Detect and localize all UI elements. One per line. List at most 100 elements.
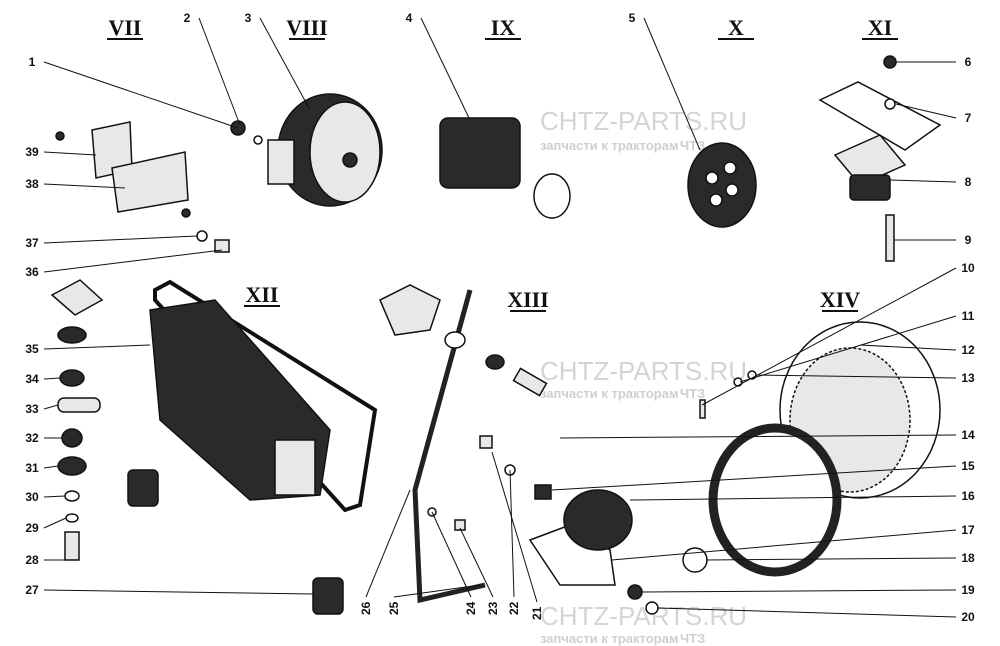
callout-37: 37 bbox=[25, 236, 39, 250]
leader-line-24 bbox=[431, 511, 472, 598]
group-label-VII: VII bbox=[108, 15, 141, 40]
callout-29: 29 bbox=[25, 521, 39, 535]
leader-line-26 bbox=[365, 489, 411, 598]
callout-14: 14 bbox=[961, 428, 975, 442]
leader-line-13 bbox=[755, 374, 957, 379]
watermark-brand: ЧТЗ bbox=[680, 138, 705, 153]
callout-39: 39 bbox=[25, 145, 39, 159]
leader-line-4 bbox=[420, 17, 471, 121]
leader-line-39 bbox=[43, 151, 97, 156]
leader-line-3 bbox=[259, 17, 311, 111]
callout-9: 9 bbox=[965, 233, 972, 247]
callout-10: 10 bbox=[961, 261, 975, 275]
callout-18: 18 bbox=[961, 551, 975, 565]
callout-8: 8 bbox=[965, 175, 972, 189]
callout-24: 24 bbox=[464, 601, 478, 615]
group-label-XII: XII bbox=[245, 282, 278, 307]
callout-28: 28 bbox=[25, 553, 39, 567]
watermark-site: CHTZ-PARTS.RU bbox=[540, 356, 747, 386]
part-wire-XIII bbox=[379, 284, 708, 615]
leader-line-2 bbox=[198, 17, 241, 126]
callout-3: 3 bbox=[245, 11, 252, 25]
callout-7: 7 bbox=[965, 111, 972, 125]
leader-line-8 bbox=[889, 179, 957, 183]
watermark-site: CHTZ-PARTS.RU bbox=[540, 601, 747, 631]
callout-6: 6 bbox=[965, 55, 972, 69]
callout-16: 16 bbox=[961, 489, 975, 503]
callout-36: 36 bbox=[25, 265, 39, 279]
watermark-brand: ЧТЗ bbox=[680, 386, 705, 401]
leader-line-35 bbox=[43, 344, 151, 350]
part-switch-IX bbox=[439, 117, 571, 219]
callout-27: 27 bbox=[25, 583, 39, 597]
callout-20: 20 bbox=[961, 610, 975, 624]
leader-line-37 bbox=[43, 235, 198, 244]
part-plug-X bbox=[687, 142, 757, 228]
leader-line-22 bbox=[509, 469, 515, 598]
part-headlight-XIV bbox=[699, 321, 941, 577]
group-label-VIII: VIII bbox=[286, 15, 328, 40]
callout-30: 30 bbox=[25, 490, 39, 504]
leader-line-14 bbox=[559, 434, 957, 439]
callout-1: 1 bbox=[29, 55, 36, 69]
leader-line-20 bbox=[657, 607, 957, 618]
callout-19: 19 bbox=[961, 583, 975, 597]
group-label-XIV: XIV bbox=[820, 287, 860, 312]
watermark-tagline: запчасти к тракторам bbox=[540, 138, 678, 153]
callout-33: 33 bbox=[25, 402, 39, 416]
leader-line-36 bbox=[43, 249, 223, 273]
watermark-site: CHTZ-PARTS.RU bbox=[540, 106, 747, 136]
leader-line-16 bbox=[629, 495, 957, 501]
callout-35: 35 bbox=[25, 342, 39, 356]
callout-22: 22 bbox=[507, 601, 521, 615]
callout-17: 17 bbox=[961, 523, 975, 537]
callout-34: 34 bbox=[25, 372, 39, 386]
callout-23: 23 bbox=[486, 601, 500, 615]
callout-38: 38 bbox=[25, 177, 39, 191]
leader-line-27 bbox=[43, 589, 314, 595]
leader-line-29 bbox=[43, 517, 67, 529]
leader-line-15 bbox=[551, 465, 957, 491]
part-hinge-VII bbox=[55, 121, 230, 253]
leader-line-21 bbox=[491, 451, 538, 603]
group-label-XI: XI bbox=[868, 15, 892, 40]
leader-line-10 bbox=[701, 267, 957, 406]
leader-line-23 bbox=[459, 527, 494, 598]
group-label-IX: IX bbox=[491, 15, 516, 40]
leader-line-11 bbox=[739, 315, 957, 383]
leader-line-31 bbox=[43, 465, 59, 469]
part-instrument-panel-XII bbox=[50, 279, 378, 615]
leader-line-17 bbox=[611, 529, 957, 561]
callout-25: 25 bbox=[387, 601, 401, 615]
callout-26: 26 bbox=[359, 601, 373, 615]
leader-line-25 bbox=[393, 584, 481, 598]
leader-line-12 bbox=[859, 344, 957, 351]
callout-15: 15 bbox=[961, 459, 975, 473]
callout-5: 5 bbox=[629, 11, 636, 25]
callout-13: 13 bbox=[961, 371, 975, 385]
watermark-tagline: запчасти к тракторам bbox=[540, 631, 678, 646]
callout-32: 32 bbox=[25, 431, 39, 445]
watermark-tagline: запчасти к тракторам bbox=[540, 386, 678, 401]
leader-line-19 bbox=[641, 589, 957, 593]
callout-4: 4 bbox=[406, 11, 413, 25]
leader-line-5 bbox=[643, 17, 701, 151]
callout-21: 21 bbox=[530, 606, 544, 620]
leader-line-34 bbox=[43, 377, 61, 380]
callout-2: 2 bbox=[184, 11, 191, 25]
leader-line-1 bbox=[43, 61, 239, 129]
leader-line-33 bbox=[43, 404, 59, 410]
watermark-brand: ЧТЗ bbox=[680, 631, 705, 646]
callout-11: 11 bbox=[962, 309, 975, 323]
watermark: CHTZ-PARTS.RU запчасти к тракторам ЧТЗ C… bbox=[540, 106, 747, 646]
callout-31: 31 bbox=[25, 461, 39, 475]
leader-line-18 bbox=[705, 557, 957, 561]
callout-12: 12 bbox=[961, 343, 975, 357]
group-label-XIII: XIII bbox=[507, 287, 549, 312]
leader-line-7 bbox=[895, 103, 957, 119]
leader-lines bbox=[43, 17, 957, 618]
